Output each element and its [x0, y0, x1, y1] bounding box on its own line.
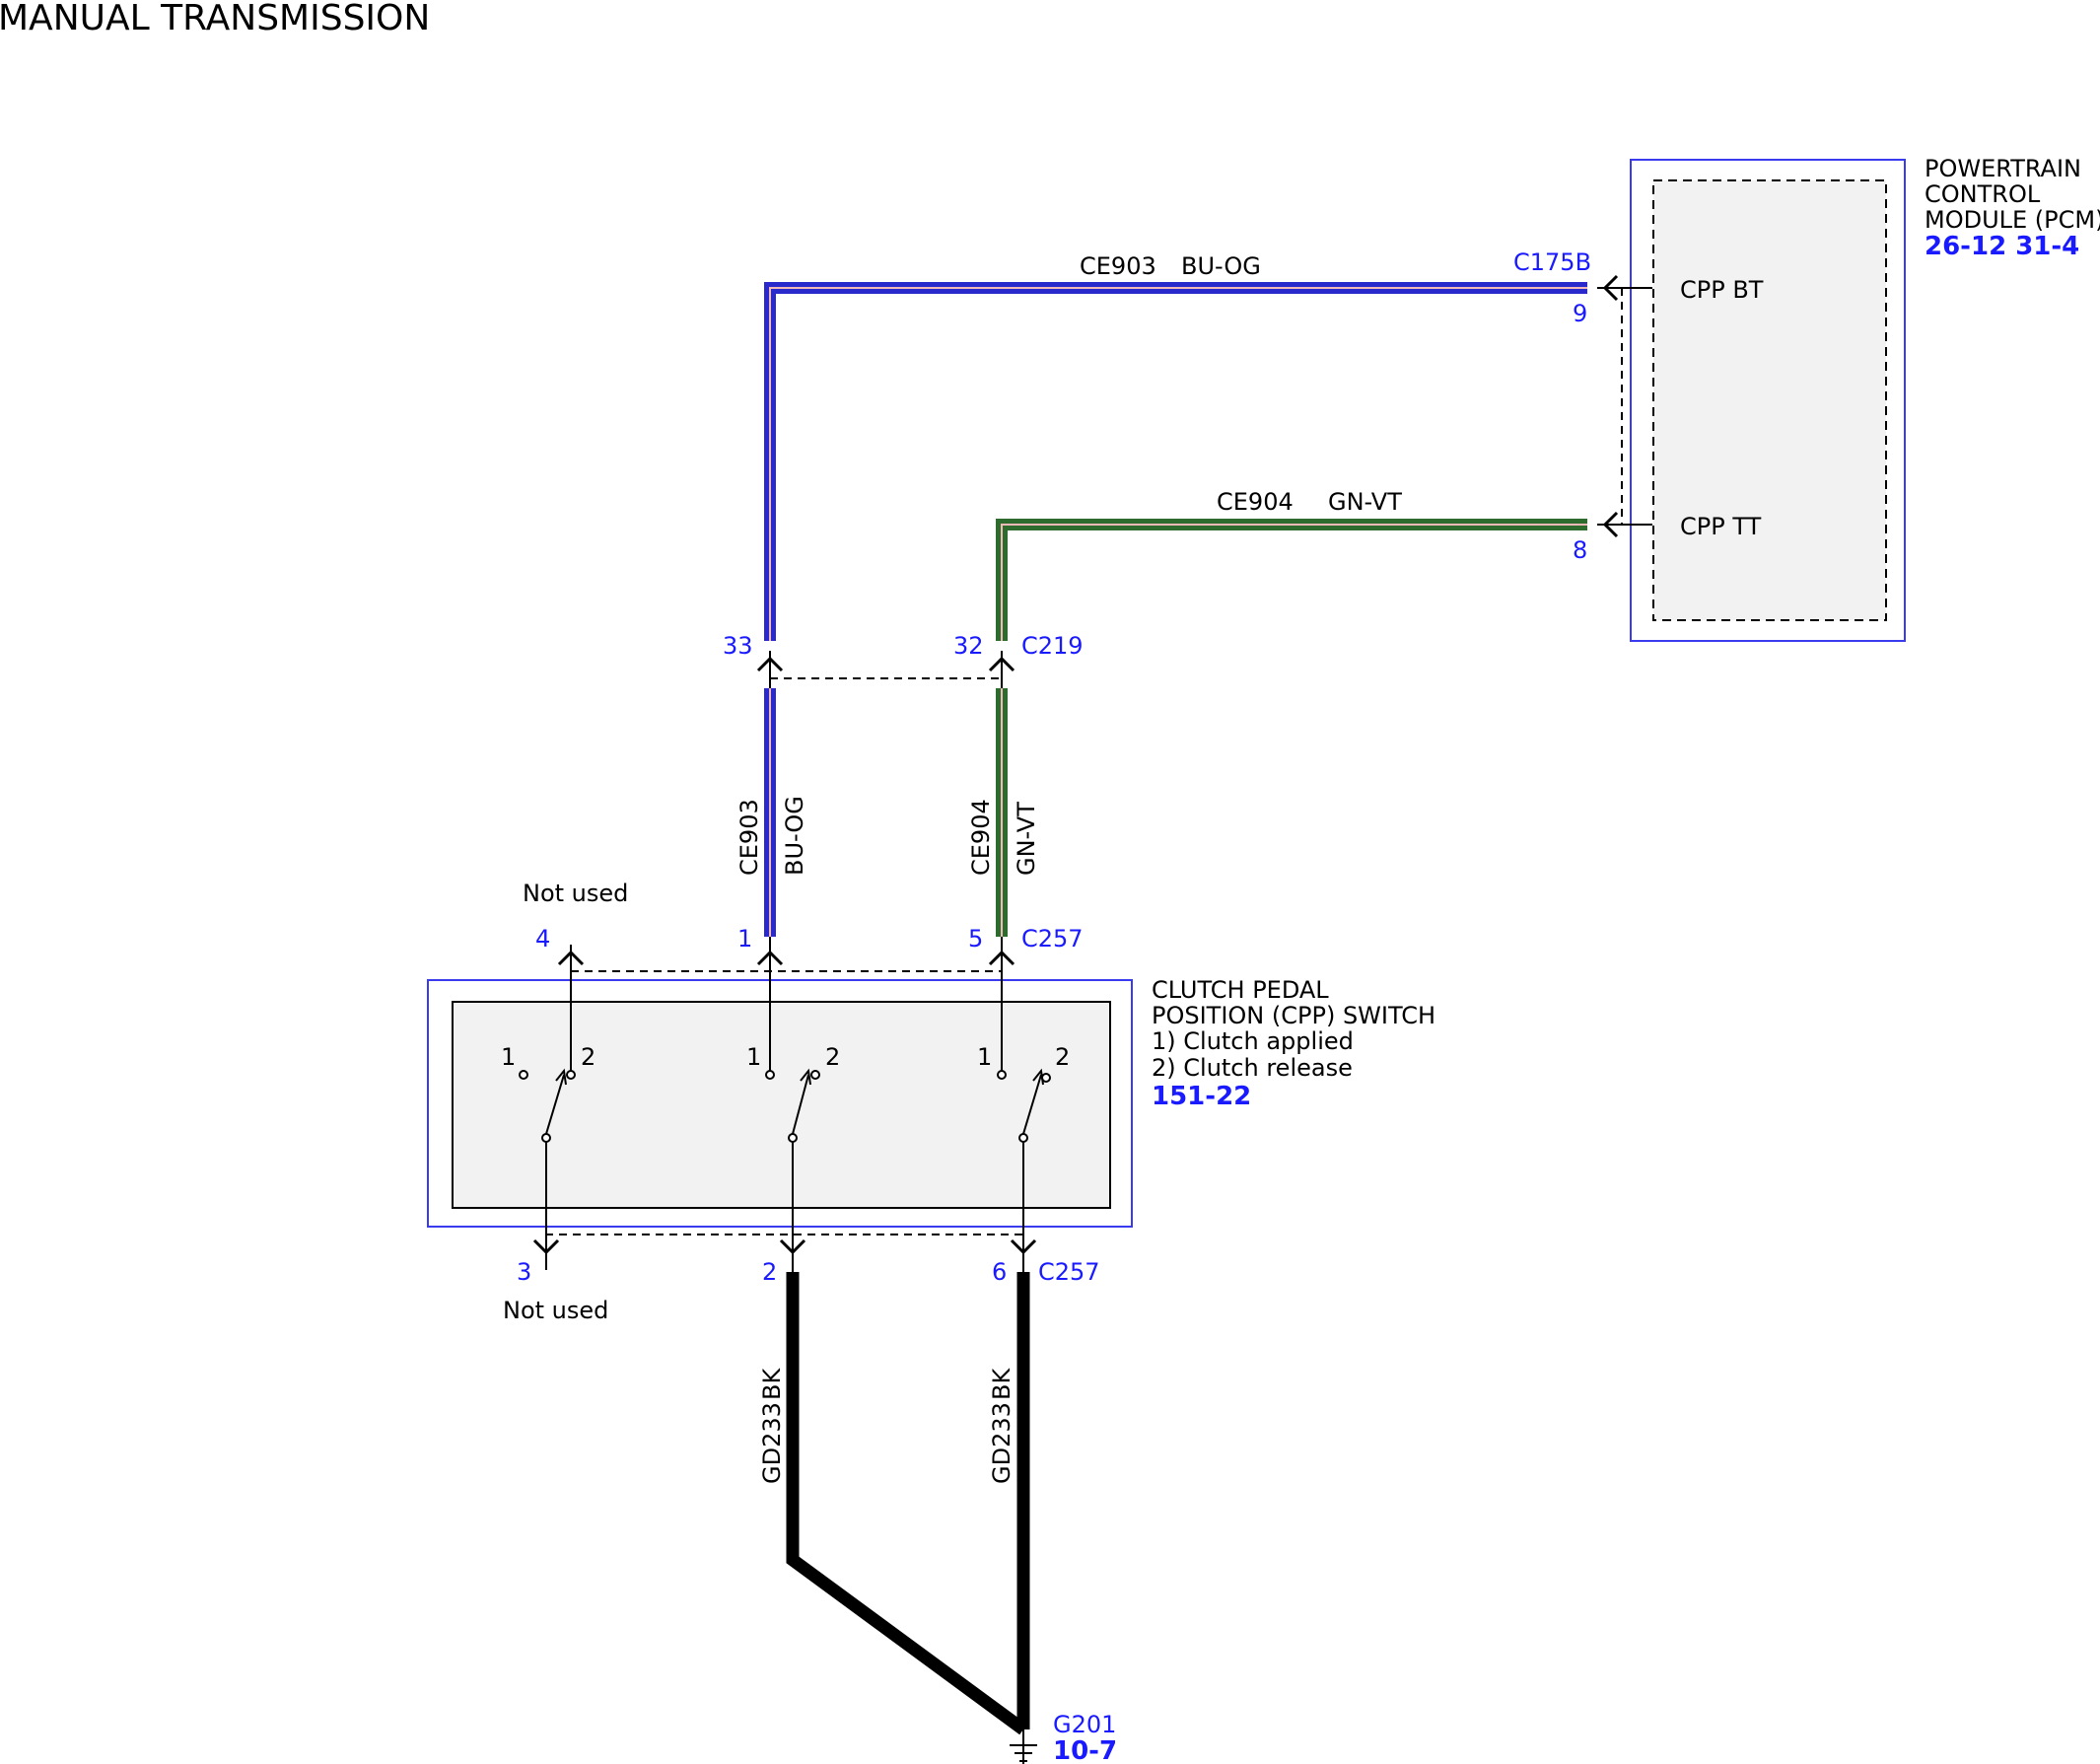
wire-ce903-circuit-label: CE903 — [1080, 252, 1156, 280]
wire-ce904-vertical-circuit-label: CE904 — [967, 799, 995, 876]
c257-pin-4: 4 — [535, 925, 550, 953]
wire-ce903-color-label: BU-OG — [1181, 252, 1261, 280]
switch-a-contact-1-label: 1 — [501, 1043, 516, 1071]
c257-pin6-symbol — [1010, 1238, 1037, 1255]
c257-pin3-symbol — [532, 1238, 560, 1255]
switch-section-c: 1 2 — [977, 937, 1070, 1272]
pcm-module: CPP BT CPP TT POWERTRAIN CONTROL MODULE … — [1630, 155, 2100, 642]
ground-name: G201 — [1053, 1711, 1116, 1738]
wire-ce904: CE904 GN-VT CE904 GN-VT — [967, 488, 1587, 937]
cpp-switch-note1: 1) Clutch applied — [1152, 1027, 1354, 1055]
wire-ce904-vertical-color-label: GN-VT — [1013, 802, 1040, 876]
wire-gd233-right-circuit-label: GD233 — [988, 1402, 1015, 1484]
wire-ce903-vertical-color-label: BU-OG — [781, 796, 808, 876]
switch-a-contact-2-label: 2 — [581, 1043, 595, 1071]
wire-gd233-left-color-label: BK — [758, 1368, 786, 1400]
switch-section-a: 1 2 — [501, 945, 595, 1270]
c257-pin-3: 3 — [517, 1258, 531, 1286]
switch-c-blade-arrow — [1032, 1068, 1044, 1086]
pin3-not-used-label: Not used — [503, 1297, 608, 1324]
wire-ce903-vertical-circuit-label: CE903 — [735, 799, 763, 876]
pcm-pin-9: 9 — [1573, 300, 1587, 327]
pcm-reference-link[interactable]: 26-12 31-4 — [1925, 232, 2079, 261]
cpp-switch-name-line2: POSITION (CPP) SWITCH — [1152, 1002, 1435, 1029]
c219-connector-name: C219 — [1021, 632, 1084, 660]
pcm-connector-c175b: C175B 9 8 — [1513, 248, 1652, 564]
switch-c-blade — [1022, 1074, 1042, 1135]
switch-b-blade — [792, 1074, 809, 1135]
wire-ce903-upper — [764, 282, 1587, 641]
cpp-switch-reference-link[interactable]: 151-22 — [1152, 1082, 1251, 1111]
switch-a-pivot — [541, 1133, 551, 1143]
switch-a-blade — [545, 1074, 565, 1135]
c257-bottom-connector-name: C257 — [1038, 1258, 1100, 1286]
cpp-switch-name-line1: CLUTCH PEDAL — [1152, 976, 1329, 1004]
switch-section-b: 1 2 — [746, 937, 840, 1272]
switch-b-contact-2-label: 2 — [825, 1043, 840, 1071]
wire-ce904-upper — [996, 519, 1587, 641]
cpp-switch: CLUTCH PEDAL POSITION (CPP) SWITCH 1) Cl… — [427, 880, 1435, 1324]
wire-ce904-circuit-label: CE904 — [1217, 488, 1294, 516]
switch-c-contact-1-label: 1 — [977, 1043, 992, 1071]
switch-c-contact-2-label: 2 — [1055, 1043, 1070, 1071]
pcm-inner-box — [1652, 179, 1887, 621]
switch-b-contact-1-label: 1 — [746, 1043, 761, 1071]
switch-a-blade-arrow — [555, 1068, 567, 1086]
pcm-name-line1: POWERTRAIN — [1925, 155, 2081, 182]
wire-ce904-color-label: GN-VT — [1328, 488, 1402, 516]
c257-pin2-symbol — [779, 1238, 806, 1255]
switch-c-contact-1 — [997, 1070, 1007, 1080]
pcm-pin-label-cpp-tt: CPP TT — [1680, 513, 1762, 540]
c219-pin-32: 32 — [953, 632, 984, 660]
wire-ce903: CE903 BU-OG CE903 BU-OG — [735, 252, 1587, 937]
switch-b-contact-1 — [765, 1070, 775, 1080]
ground-reference-link[interactable]: 10-7 — [1053, 1736, 1117, 1764]
c257-pin-5: 5 — [968, 925, 983, 953]
pcm-pin8-connector-symbol — [1602, 511, 1619, 538]
c257-pin-6: 6 — [992, 1258, 1007, 1286]
pcm-name-line3: MODULE (PCM) — [1925, 206, 2100, 234]
wire-gd233-right-color-label: BK — [988, 1368, 1015, 1400]
wire-ce904-upper-stripe — [1001, 524, 1587, 641]
cpp-switch-inner-box — [452, 1001, 1111, 1209]
cpp-switch-note2: 2) Clutch release — [1152, 1054, 1353, 1082]
pin4-not-used-label: Not used — [523, 880, 628, 907]
switch-b-contact-2 — [810, 1070, 820, 1080]
ground-g201: G201 10-7 — [1010, 1711, 1117, 1764]
pcm-connector-name: C175B — [1513, 248, 1591, 276]
c257-pin-1: 1 — [737, 925, 752, 953]
pcm-pin-8: 8 — [1573, 536, 1587, 564]
pcm-pin-label-cpp-bt: CPP BT — [1680, 276, 1764, 304]
wire-gd233-left-circuit-label: GD233 — [758, 1402, 786, 1484]
switch-c-pivot — [1018, 1133, 1028, 1143]
switch-b-blade-arrow — [800, 1068, 811, 1086]
switch-b-pivot — [788, 1133, 798, 1143]
pcm-name-line2: CONTROL — [1925, 180, 2041, 208]
wire-gd233-left — [786, 1272, 1027, 1735]
page-title: MANUAL TRANSMISSION — [0, 0, 430, 38]
wire-ce903-upper-stripe — [769, 287, 1587, 641]
c257-pin-2: 2 — [762, 1258, 777, 1286]
switch-a-contact-1 — [519, 1070, 528, 1080]
c257-top-connector-name: C257 — [1021, 925, 1084, 953]
inline-connector-c219: 33 32 C219 — [723, 632, 1084, 688]
pcm-pin9-connector-symbol — [1602, 274, 1619, 302]
switch-a-contact-2 — [566, 1070, 576, 1080]
wire-gd233: BK GD233 BK GD233 — [758, 1272, 1030, 1735]
c219-pin-33: 33 — [723, 632, 753, 660]
